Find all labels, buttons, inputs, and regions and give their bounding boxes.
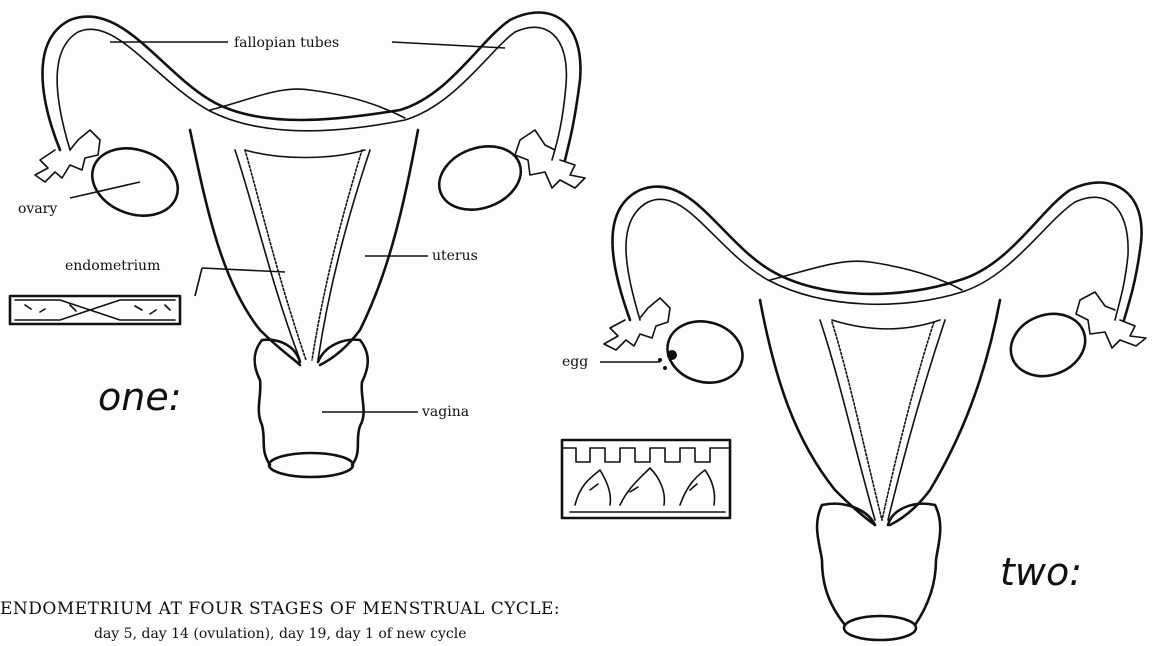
- ovary-right-one: [430, 135, 529, 220]
- fallopian-tubes-two: [612, 183, 1141, 321]
- fallopian-tubes-label: fallopian tubes: [234, 35, 339, 51]
- uterus-body-one: [190, 130, 418, 365]
- stage-two-label: two:: [1000, 550, 1082, 594]
- vagina-one: [255, 340, 368, 465]
- uterus-label: uterus: [432, 248, 478, 264]
- endometrium-sample-two: [562, 440, 730, 518]
- endometrium-label: endometrium: [65, 258, 160, 274]
- figure-one: [10, 13, 585, 478]
- egg-label: egg: [562, 354, 588, 370]
- egg-dot: [667, 350, 677, 360]
- vagina-two: [817, 504, 940, 625]
- stage-one-label: one:: [98, 375, 182, 419]
- vagina-label: vagina: [421, 404, 469, 420]
- endometrium-sample-one: [10, 296, 180, 324]
- ovary-label: ovary: [18, 201, 57, 217]
- caption-title: ENDOMETRIUM AT FOUR STAGES OF MENSTRUAL …: [0, 599, 560, 619]
- caption-subtitle: day 5, day 14 (ovulation), day 19, day 1…: [94, 626, 467, 642]
- uterus-body-two: [760, 300, 1000, 525]
